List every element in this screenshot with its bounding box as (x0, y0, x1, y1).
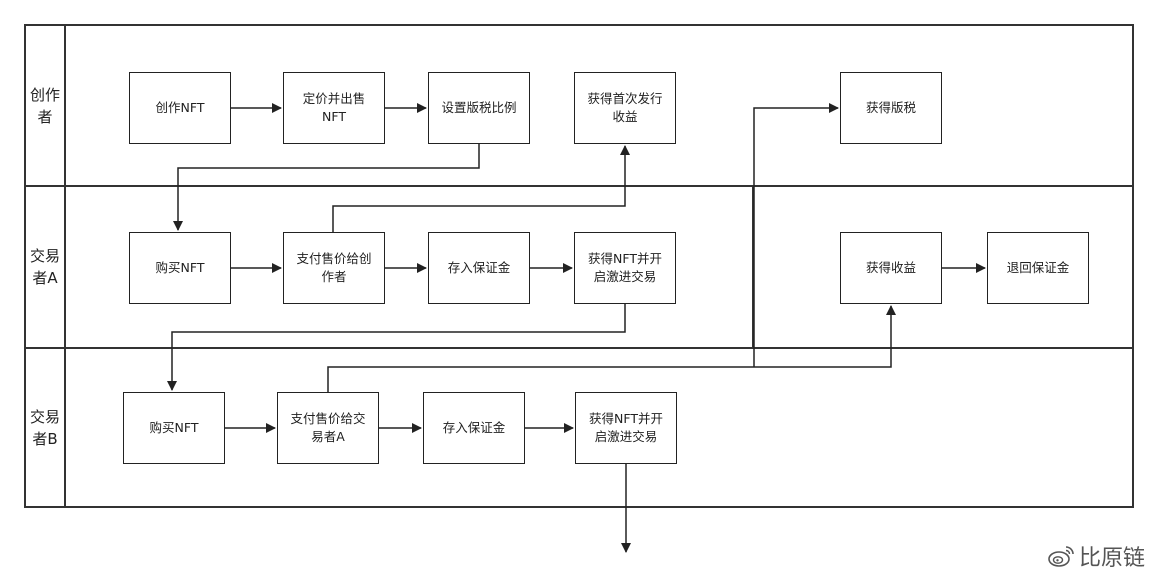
swimlane-frame (24, 24, 1134, 508)
weibo-icon (1048, 546, 1074, 567)
lane-inner-divider (752, 186, 754, 348)
node-get-royalty: 获得版税 (840, 72, 942, 144)
watermark-text: 比原链 (1078, 546, 1145, 571)
node-a-deposit: 存入保证金 (428, 232, 530, 304)
node-a-get-nft: 获得NFT并开启激进交易 (574, 232, 676, 304)
node-price-sell: 定价并出售NFT (283, 72, 385, 144)
watermark: 比原链 (1047, 540, 1145, 572)
lane-label-trader-b: 交易者B (29, 408, 60, 448)
lane-label-creator: 创作者 (29, 85, 60, 126)
lane-divider (24, 347, 1134, 349)
node-a-income: 获得收益 (840, 232, 942, 304)
node-b-buy: 购买NFT (123, 392, 225, 464)
node-b-get-nft: 获得NFT并开启激进交易 (575, 392, 677, 464)
node-b-deposit: 存入保证金 (423, 392, 525, 464)
node-a-refund: 退回保证金 (987, 232, 1089, 304)
lane-divider (24, 185, 1134, 187)
node-a-pay: 支付售价给创作者 (283, 232, 385, 304)
lane-label-trader-a: 交易者A (29, 247, 60, 287)
node-b-pay: 支付售价给交易者A (277, 392, 379, 464)
node-first-income: 获得首次发行收益 (574, 72, 676, 144)
lane-label-column (24, 24, 66, 508)
node-a-buy: 购买NFT (129, 232, 231, 304)
node-set-royalty: 设置版税比例 (428, 72, 530, 144)
node-create-nft: 创作NFT (129, 72, 231, 144)
